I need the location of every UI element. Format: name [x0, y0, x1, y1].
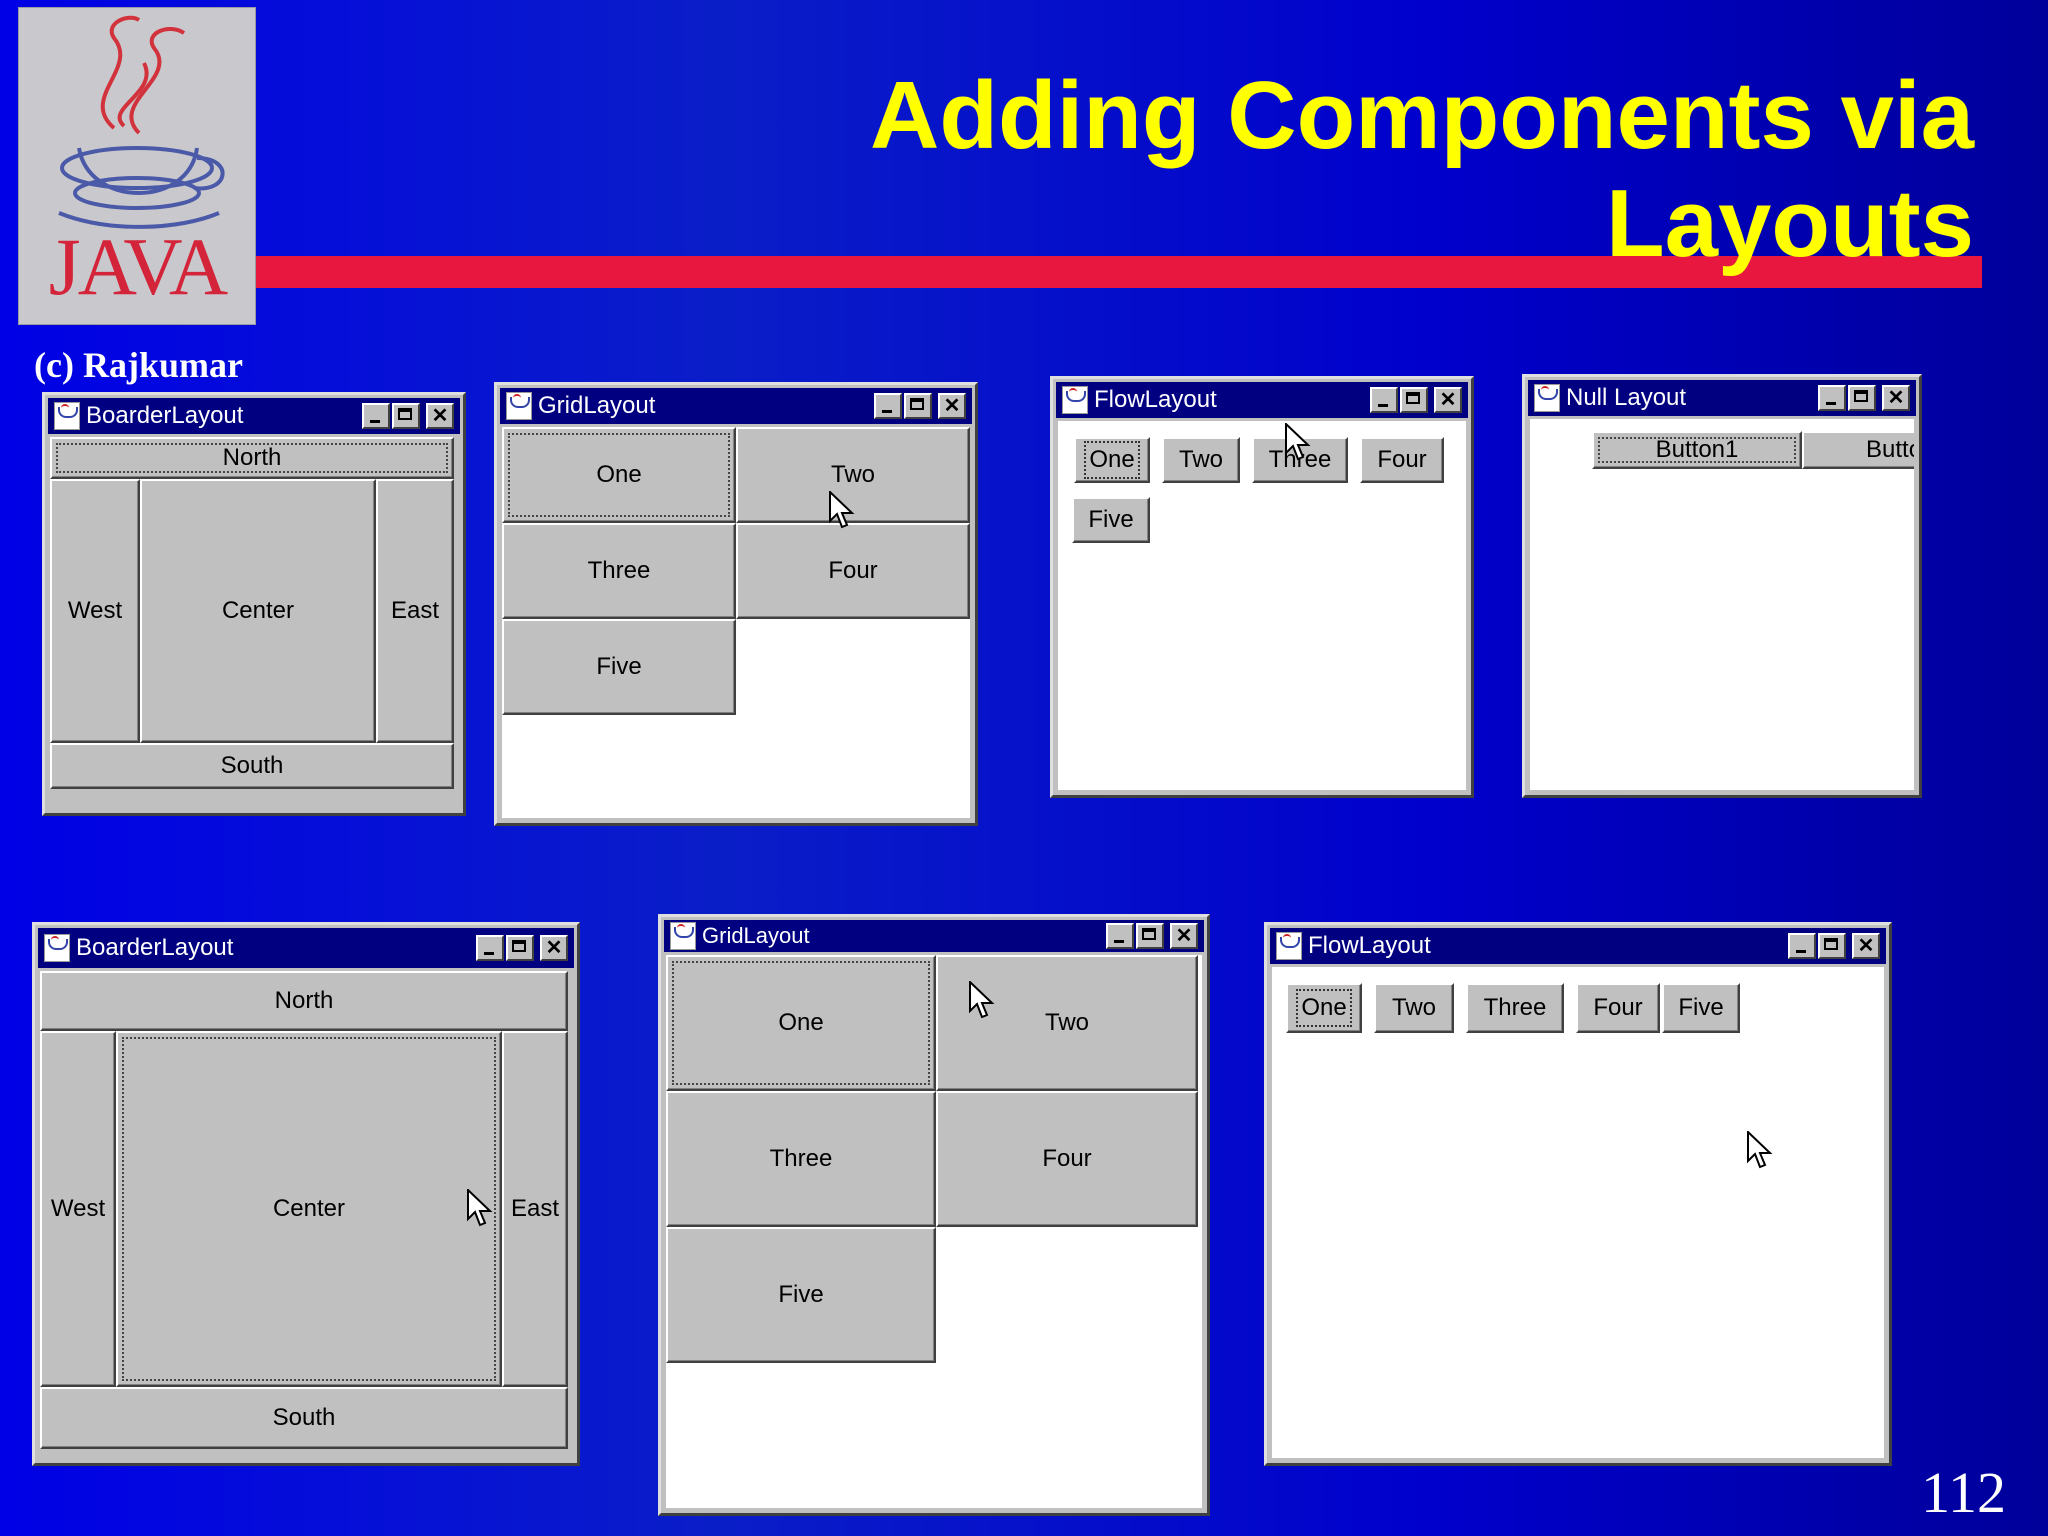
window-title: BoarderLayout — [86, 402, 244, 429]
minimize-icon[interactable] — [1106, 923, 1134, 949]
north-button[interactable]: North — [40, 971, 568, 1031]
maximize-icon[interactable] — [1848, 385, 1876, 411]
title-bar[interactable]: FlowLayout ✕ — [1270, 928, 1886, 964]
content-pane: North West Center East South — [40, 971, 572, 1458]
java-cup-icon[interactable] — [1276, 932, 1302, 960]
null-layout-window[interactable]: Null Layout ✕ Button1 Butto — [1522, 374, 1922, 798]
java-cup-icon[interactable] — [670, 922, 696, 950]
grid-button-one[interactable]: One — [502, 427, 736, 523]
maximize-icon[interactable] — [1136, 923, 1164, 949]
border-layout-window-large[interactable]: BoarderLayout ✕ North West Center East S… — [32, 922, 580, 1466]
border-layout-window-small[interactable]: BoarderLayout ✕ North West Center East S… — [42, 392, 466, 816]
flow-button-one[interactable]: One — [1074, 437, 1150, 483]
east-button[interactable]: East — [376, 479, 454, 743]
window-title: FlowLayout — [1308, 932, 1431, 959]
west-button[interactable]: West — [40, 1031, 116, 1387]
grid-button-five[interactable]: Five — [502, 619, 736, 715]
java-cup-icon[interactable] — [506, 392, 532, 420]
title-bar[interactable]: FlowLayout ✕ — [1056, 382, 1468, 418]
minimize-icon[interactable] — [874, 393, 902, 419]
content-pane: One Two Three Four Five — [1272, 967, 1884, 1458]
accent-bar — [256, 256, 1982, 288]
null-button-2[interactable]: Butto — [1802, 431, 1914, 469]
close-icon[interactable]: ✕ — [426, 403, 454, 429]
minimize-icon[interactable] — [1818, 385, 1846, 411]
maximize-icon[interactable] — [392, 403, 420, 429]
minimize-icon[interactable] — [1788, 933, 1816, 959]
close-icon[interactable]: ✕ — [540, 935, 568, 961]
title-bar[interactable]: GridLayout ✕ — [500, 388, 972, 424]
java-cup-icon[interactable] — [1062, 386, 1088, 414]
null-button-1[interactable]: Button1 — [1592, 431, 1802, 469]
content-pane: One Two Three Four Five — [666, 955, 1202, 1508]
logo-text: JAVA — [48, 221, 228, 312]
flow-button-four[interactable]: Four — [1360, 437, 1444, 483]
grid-button-three[interactable]: Three — [502, 523, 736, 619]
grid-layout-window-small[interactable]: GridLayout ✕ One Two Three Four Five — [494, 382, 978, 826]
window-title: GridLayout — [538, 392, 656, 419]
minimize-icon[interactable] — [362, 403, 390, 429]
maximize-icon[interactable] — [904, 393, 932, 419]
flow-layout-window-large[interactable]: FlowLayout ✕ One Two Three Four Five — [1264, 922, 1892, 1466]
maximize-icon[interactable] — [506, 935, 534, 961]
center-button[interactable]: Center — [116, 1031, 502, 1387]
flow-button-five[interactable]: Five — [1662, 983, 1740, 1033]
grid-button-four[interactable]: Four — [936, 1091, 1198, 1227]
title-bar[interactable]: GridLayout ✕ — [664, 920, 1204, 952]
grid-button-four[interactable]: Four — [736, 523, 970, 619]
java-logo: JAVA — [18, 7, 256, 325]
maximize-icon[interactable] — [1400, 387, 1428, 413]
content-pane: One Two Three Four Five — [1058, 421, 1466, 790]
grid-button-two[interactable]: Two — [736, 427, 970, 523]
maximize-icon[interactable] — [1818, 933, 1846, 959]
window-title: GridLayout — [702, 923, 810, 948]
grid-button-two[interactable]: Two — [936, 955, 1198, 1091]
west-button[interactable]: West — [50, 479, 140, 743]
java-cup-icon[interactable] — [44, 934, 70, 962]
flow-layout-window-small[interactable]: FlowLayout ✕ One Two Three Four Five — [1050, 376, 1474, 798]
flow-button-four[interactable]: Four — [1576, 983, 1660, 1033]
north-button[interactable]: North — [50, 437, 454, 479]
grid-button-five[interactable]: Five — [666, 1227, 936, 1363]
title-bar[interactable]: BoarderLayout ✕ — [48, 398, 460, 434]
content-pane: One Two Three Four Five — [502, 427, 970, 818]
credit-text: (c) Rajkumar — [34, 345, 243, 385]
grid-button-three[interactable]: Three — [666, 1091, 936, 1227]
java-cup-icon[interactable] — [54, 402, 80, 430]
java-cup-icon[interactable] — [1534, 384, 1560, 412]
title-bar[interactable]: BoarderLayout ✕ — [38, 928, 574, 968]
window-title: Null Layout — [1566, 384, 1687, 411]
close-icon[interactable]: ✕ — [1852, 933, 1880, 959]
grid-layout-window-large[interactable]: GridLayout ✕ One Two Three Four Five — [658, 914, 1210, 1516]
content-pane: North West Center East South — [50, 437, 458, 808]
java-cup-icon — [58, 15, 225, 229]
flow-button-three[interactable]: Three — [1466, 983, 1564, 1033]
minimize-icon[interactable] — [1370, 387, 1398, 413]
slide-title-line1: Adding Components via — [870, 62, 1974, 169]
slide-title: Adding Components via Layouts — [870, 62, 1974, 278]
page-number: 112 — [1921, 1460, 2006, 1525]
east-button[interactable]: East — [502, 1031, 568, 1387]
flow-button-five[interactable]: Five — [1072, 497, 1150, 543]
center-button[interactable]: Center — [140, 479, 376, 743]
flow-button-one[interactable]: One — [1286, 983, 1362, 1033]
south-button[interactable]: South — [50, 743, 454, 789]
south-button[interactable]: South — [40, 1387, 568, 1449]
close-icon[interactable]: ✕ — [1434, 387, 1462, 413]
close-icon[interactable]: ✕ — [1170, 923, 1198, 949]
content-pane: Button1 Butto — [1530, 419, 1914, 790]
title-bar[interactable]: Null Layout ✕ — [1528, 380, 1916, 416]
close-icon[interactable]: ✕ — [938, 393, 966, 419]
minimize-icon[interactable] — [476, 935, 504, 961]
slide-title-line2: Layouts — [1605, 170, 1974, 277]
flow-button-two[interactable]: Two — [1162, 437, 1240, 483]
close-icon[interactable]: ✕ — [1882, 385, 1910, 411]
window-title: FlowLayout — [1094, 386, 1217, 413]
flow-button-two[interactable]: Two — [1374, 983, 1454, 1033]
grid-button-one[interactable]: One — [666, 955, 936, 1091]
window-title: BoarderLayout — [76, 934, 234, 961]
